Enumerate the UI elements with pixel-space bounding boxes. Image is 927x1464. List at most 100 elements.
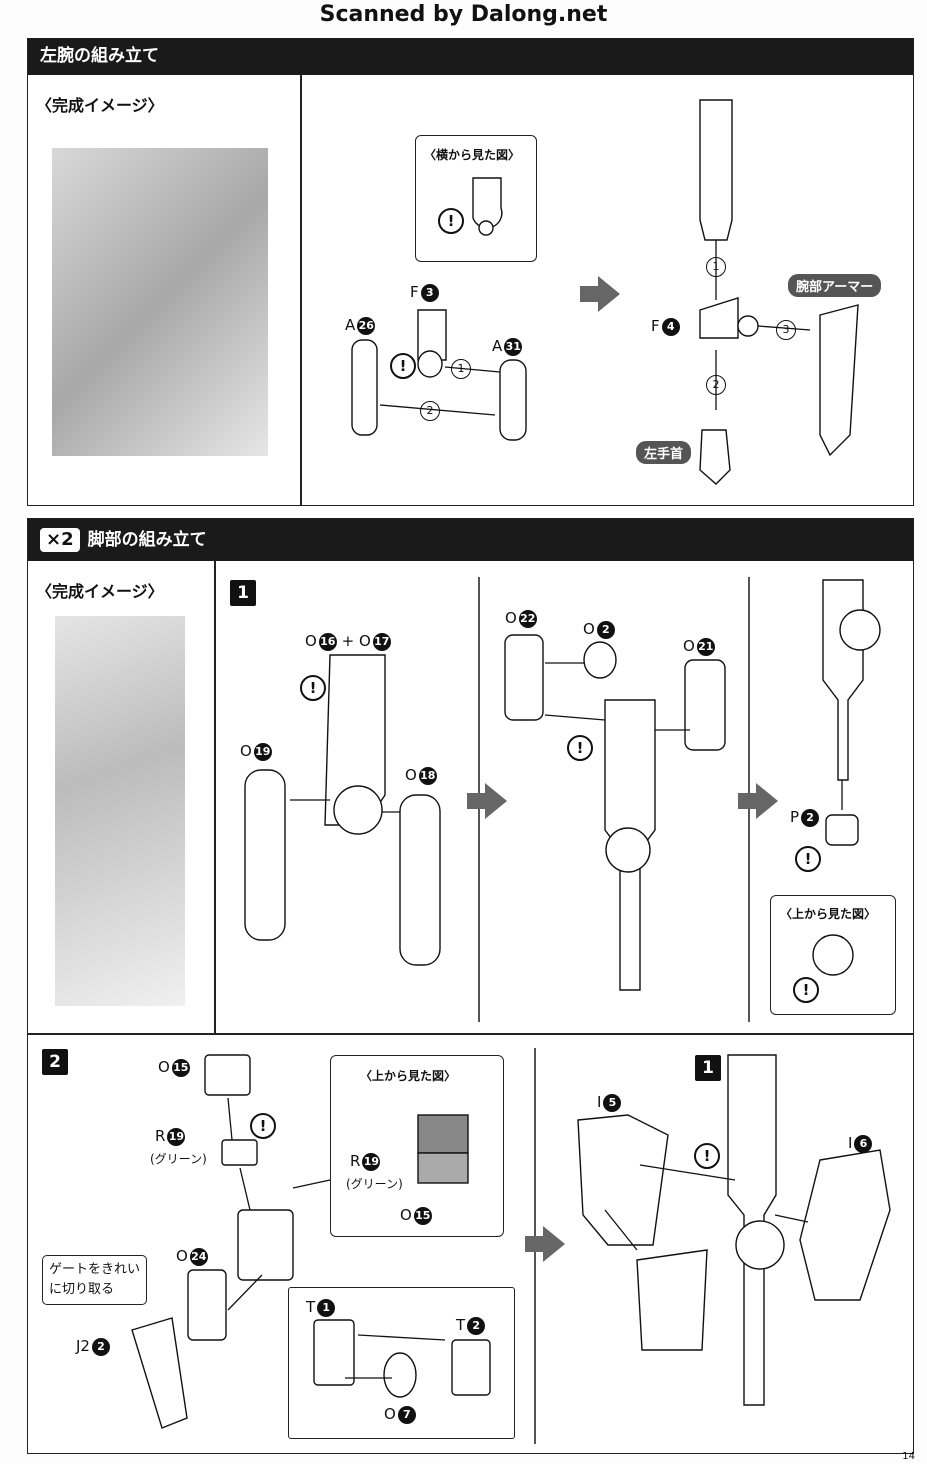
part-j22-shape xyxy=(131,1317,188,1429)
caution-icon: ! xyxy=(438,208,464,234)
part-r19-shape xyxy=(221,1139,258,1166)
part-o15-shape xyxy=(204,1054,251,1096)
quantity-badge: ×2 xyxy=(40,528,80,552)
left-wrist-label: 左手首 xyxy=(636,441,692,464)
arm-armor-shape xyxy=(819,304,859,457)
arrow-line xyxy=(227,1097,233,1141)
top-view-title: 〈上から見た図〉 xyxy=(360,1069,457,1083)
gate-note-line-1: ゲートをきれい xyxy=(49,1262,141,1277)
arrow-line xyxy=(639,1164,736,1181)
arrow-line xyxy=(544,714,606,721)
elbow-socket xyxy=(737,315,759,337)
leg-center-knee xyxy=(735,1220,785,1270)
part-f3-shape xyxy=(417,309,447,361)
part-i6-shape xyxy=(799,1149,891,1301)
part-o7-shape xyxy=(383,1352,417,1398)
arrow-line xyxy=(357,1334,446,1341)
top-view-r19 xyxy=(417,1114,469,1154)
upper-arm-shape xyxy=(699,99,733,241)
divider xyxy=(28,1033,913,1035)
part-f3-joint xyxy=(417,350,443,378)
part-o21-shape xyxy=(684,659,726,751)
caution-icon: ! xyxy=(795,846,821,872)
next-arrow-icon xyxy=(525,1226,565,1262)
callout-pointer xyxy=(292,1179,331,1189)
part-p2-shape xyxy=(825,814,859,846)
caution-icon: ! xyxy=(300,675,326,701)
leg-joint xyxy=(605,827,651,873)
leg-header: ×2 脚部の組み立て xyxy=(28,519,913,561)
preview-title: 〈完成イメージ〉 xyxy=(36,582,164,601)
step-1-number: 1 xyxy=(230,580,256,606)
part-o18-shape xyxy=(399,794,441,966)
caution-icon: ! xyxy=(250,1113,276,1139)
arrow-line xyxy=(757,325,811,331)
part-o22-shape xyxy=(504,634,544,721)
divider xyxy=(300,75,302,505)
part-a26-shape xyxy=(351,339,378,436)
page-number: 14 xyxy=(902,1451,915,1462)
elbow-shape xyxy=(699,297,739,339)
step-3-marker: 3 xyxy=(776,320,796,340)
arrow-line xyxy=(774,1214,809,1223)
caution-icon: ! xyxy=(390,353,416,379)
part-o19-shape xyxy=(244,769,286,941)
wrist-shape xyxy=(699,429,731,485)
next-arrow-icon xyxy=(738,783,778,819)
green-color-note: (グリーン) xyxy=(150,1152,207,1166)
side-view-hole xyxy=(478,220,494,236)
caution-icon: ! xyxy=(694,1143,720,1169)
preview-title: 〈完成イメージ〉 xyxy=(36,96,164,115)
next-arrow-icon xyxy=(467,783,507,819)
leg-title: 脚部の組み立て xyxy=(87,530,207,550)
arrow-line xyxy=(239,1167,251,1211)
left-arm-title: 左腕の組み立て xyxy=(40,46,159,66)
part-o16-joint xyxy=(333,785,383,835)
divider xyxy=(214,561,216,1033)
arrow-line xyxy=(227,1274,263,1311)
part-o24-shape xyxy=(187,1269,227,1341)
arrow-line xyxy=(604,1209,638,1251)
next-arrow-icon xyxy=(580,276,620,312)
sub-step-1-number: 1 xyxy=(695,1055,721,1081)
shin-armor-shape xyxy=(636,1249,708,1351)
part-t1-shape xyxy=(313,1319,355,1386)
top-view-callout xyxy=(330,1055,504,1237)
step-2-number: 2 xyxy=(42,1049,68,1075)
green-color-note: (グリーン) xyxy=(346,1177,403,1191)
side-view-title: 〈横から見た図〉 xyxy=(424,148,521,162)
caution-icon: ! xyxy=(793,977,819,1003)
gate-note-line-2: に切り取る xyxy=(49,1282,115,1297)
step-2-marker: 2 xyxy=(420,401,440,421)
top-view-title: 〈上から見た図〉 xyxy=(780,907,877,921)
left-arm-header: 左腕の組み立て xyxy=(28,39,913,75)
top-view-part xyxy=(812,934,854,976)
arm-armor-label: 腕部アーマー xyxy=(788,274,882,297)
part-t2-shape xyxy=(451,1339,491,1396)
gate-cut-note: ゲートをきれい に切り取る xyxy=(42,1255,148,1305)
side-view-part xyxy=(472,177,503,229)
top-view-o15 xyxy=(417,1152,469,1184)
arrow-line xyxy=(444,366,501,373)
caution-icon: ! xyxy=(567,735,593,761)
